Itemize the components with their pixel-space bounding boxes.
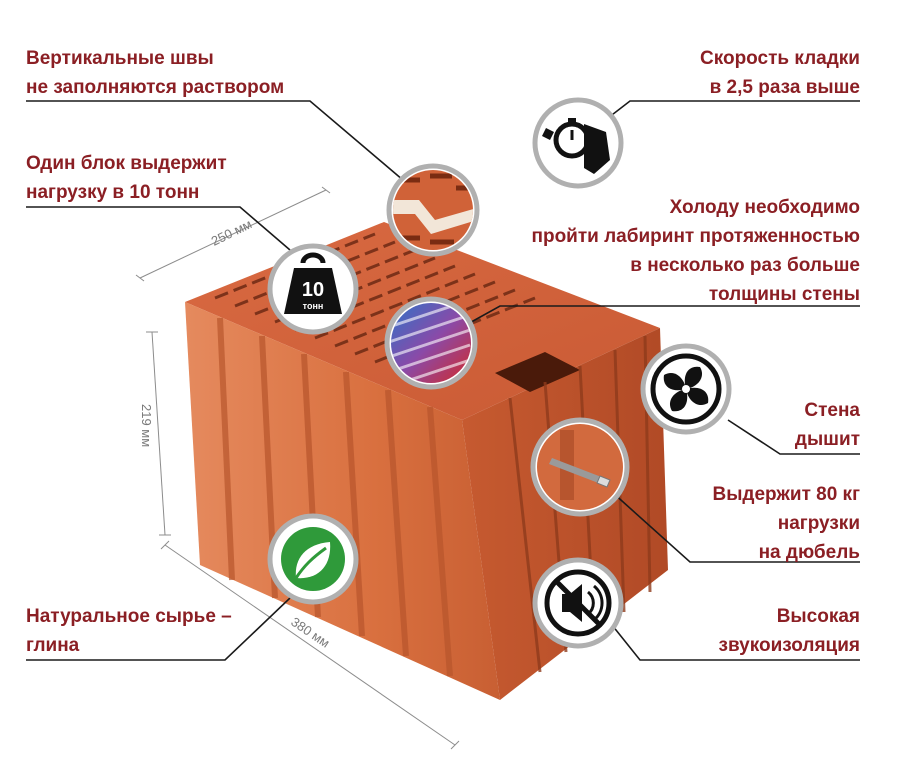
dimension-width-label: 250 мм (209, 216, 254, 248)
label-breathing-line-2: дышит (794, 429, 860, 450)
label-breathing-line-1: Стена (804, 400, 860, 421)
mute-speaker-icon (532, 557, 624, 649)
label-natural-line-1: Натуральное сырье – (26, 606, 232, 627)
weight-icon-number: 10 (302, 279, 324, 301)
label-dowel-load: Выдержит 80 кг нагрузки на дюбель (712, 480, 860, 567)
dimension-height-label: 219 мм (139, 404, 154, 447)
label-laying-speed-line-1: Скорость кладки (699, 48, 860, 69)
joint-closeup-icon (386, 163, 480, 257)
dowel-icon (530, 417, 630, 517)
fan-icon (640, 343, 732, 435)
stopwatch-hand-icon (532, 97, 624, 189)
label-vertical-joints-line-2: не заполняются раствором (26, 77, 285, 98)
label-load-10t-line-2: нагрузку в 10 тонн (26, 182, 200, 203)
label-labyrinth: Холоду необходимо пройти лабиринт протяж… (531, 193, 860, 309)
label-labyrinth-line-1: Холоду необходимо (669, 197, 860, 218)
label-dowel-load-line-1: Выдержит 80 кг (712, 484, 860, 505)
label-sound-line-2: звукоизоляция (718, 635, 860, 656)
heat-gradient-icon (384, 296, 478, 390)
label-dowel-load-line-3: на дюбель (758, 542, 860, 563)
block-center-hole (495, 352, 580, 392)
dimension-lines (135, 186, 460, 750)
label-load-10t: Один блок выдержит нагрузку в 10 тонн (26, 149, 227, 207)
label-labyrinth-line-4: толщины стены (708, 284, 860, 305)
leader-lines (26, 100, 860, 661)
label-labyrinth-line-3: в несколько раз больше (630, 255, 860, 276)
weight-icon (267, 243, 359, 335)
label-breathing: Стена дышит (795, 396, 860, 454)
label-dowel-load-line-2: нагрузки (777, 513, 860, 534)
label-labyrinth-line-2: пройти лабиринт протяженностью (531, 226, 860, 247)
label-sound: Высокая звукоизоляция (719, 602, 860, 660)
label-laying-speed-line-2: в 2,5 раза выше (709, 77, 860, 98)
label-vertical-joints-line-1: Вертикальные швы (26, 48, 214, 69)
label-vertical-joints: Вертикальные швы не заполняются растворо… (26, 44, 284, 102)
label-natural-line-2: глина (26, 635, 80, 656)
leaf-icon (267, 513, 359, 605)
label-natural: Натуральное сырье – глина (26, 602, 232, 660)
label-laying-speed: Скорость кладки в 2,5 раза выше (700, 44, 860, 102)
label-load-10t-line-1: Один блок выдержит (26, 153, 227, 174)
label-sound-line-1: Высокая (776, 606, 860, 627)
weight-icon-unit: тонн (303, 301, 324, 311)
